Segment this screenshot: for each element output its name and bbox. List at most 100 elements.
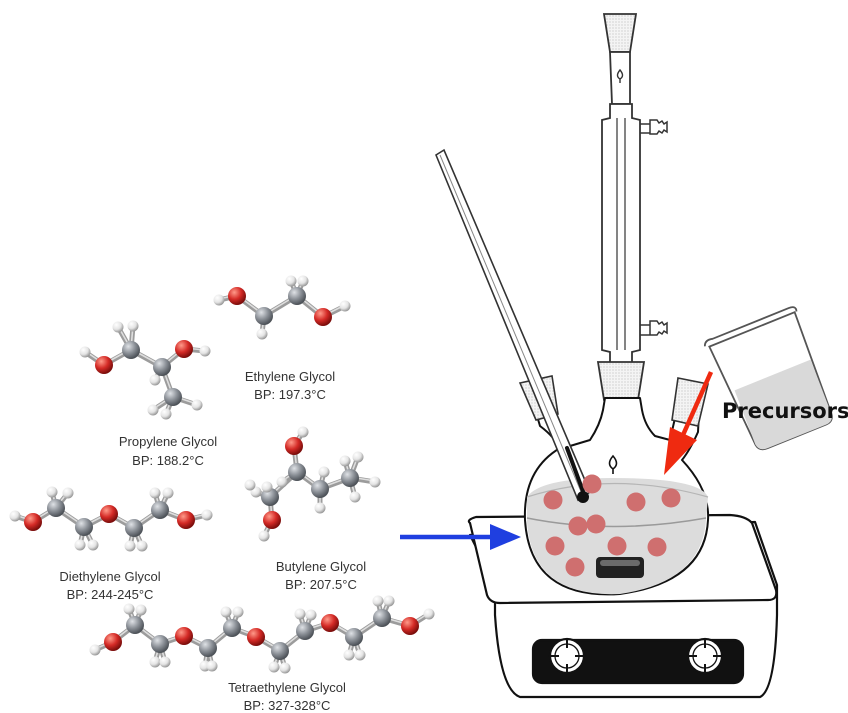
hydrogen-atom (343, 649, 355, 661)
carbon-atom (341, 469, 359, 487)
diethylene-glycol-molecule (9, 486, 213, 552)
hydrogen-atom (123, 603, 135, 615)
hydrogen-atom (159, 656, 171, 668)
water-outlet-hose-barb (640, 119, 668, 135)
hydrogen-atom (285, 275, 297, 287)
hydrogen-atom (383, 595, 395, 607)
carbon-atom (223, 619, 241, 637)
carbon-atom (311, 480, 329, 498)
condenser-top-joint (602, 13, 638, 53)
hydrogen-atom (160, 408, 172, 420)
heat-arrow (400, 524, 521, 550)
hydrogen-atom (339, 300, 351, 312)
hydrogen-atom (258, 530, 270, 542)
water-inlet-hose-barb (640, 320, 668, 336)
hydrogen-atom (276, 476, 288, 488)
carbon-atom (164, 388, 182, 406)
hydrogen-atom (352, 451, 364, 463)
tetraethylene-glycol-bp: BP: 327-328°C (244, 698, 331, 713)
oxygen-atom (24, 513, 42, 531)
hydrogen-atom (372, 595, 384, 607)
spade-mark-icon (616, 68, 624, 83)
hydrogen-atom (136, 540, 148, 552)
precursor-addition-arrow (664, 371, 714, 475)
hydrogen-atom (314, 502, 326, 514)
oxygen-atom (314, 308, 332, 326)
beaker-liquid (734, 359, 832, 450)
hydrogen-atom (191, 399, 203, 411)
nanoparticle (568, 516, 588, 536)
hydrogen-atom (256, 328, 268, 340)
hydrogen-atom (124, 540, 136, 552)
diethylene-glycol-bp: BP: 244-245°C (67, 587, 154, 602)
oxygen-atom (247, 628, 265, 646)
hydrogen-atom (294, 608, 306, 620)
hydrogen-atom (423, 608, 435, 620)
hydrogen-atom (199, 345, 211, 357)
hydrogen-atom (201, 509, 213, 521)
right-neck-joint (671, 377, 709, 427)
oxygen-atom (177, 511, 195, 529)
liquid-surface (526, 517, 707, 528)
nanoparticle (647, 537, 667, 557)
carbon-atom (261, 488, 279, 506)
condenser-jacket (601, 103, 641, 365)
tetraethylene-glycol-molecule (89, 595, 435, 674)
hydrogen-atom (297, 426, 309, 438)
propylene-glycol-name: Propylene Glycol (119, 434, 217, 449)
carbon-atom (125, 519, 143, 537)
butylene-glycol-bp: BP: 207.5°C (285, 577, 357, 592)
carbon-atom (345, 628, 363, 646)
condenser-neck (609, 51, 631, 105)
hydrogen-atom (261, 481, 273, 493)
nanoparticle (626, 492, 646, 512)
hydrogen-atom (9, 510, 21, 522)
nanoparticle (565, 557, 585, 577)
oxygen-atom (175, 340, 193, 358)
condenser-bottom-joint (596, 361, 646, 401)
hydrogen-atom (127, 320, 139, 332)
hydrogen-atom (74, 539, 86, 551)
carbon-atom (126, 616, 144, 634)
hydrogen-atom (354, 649, 366, 661)
hydrogen-atom (149, 374, 161, 386)
precursor-beaker (703, 306, 833, 451)
butylene-glycol-name: Butylene Glycol (276, 559, 366, 574)
carbon-atom (199, 639, 217, 657)
nanoparticle (607, 536, 627, 556)
oxygen-atom (175, 627, 193, 645)
hydrogen-atom (369, 476, 381, 488)
carbon-atom (296, 622, 314, 640)
hydrogen-atom (339, 455, 351, 467)
hydrogen-atom (149, 487, 161, 499)
ethylene-glycol-molecule (213, 275, 351, 340)
hydrogen-atom (46, 486, 58, 498)
ethylene-glycol-bp: BP: 197.3°C (254, 387, 326, 402)
propylene-glycol-molecule (79, 320, 211, 420)
hydrogen-atom (147, 404, 159, 416)
nanoparticle (582, 474, 602, 494)
nanoparticles (543, 474, 681, 577)
hydrogen-atom (244, 479, 256, 491)
hydrogen-atom (220, 606, 232, 618)
hydrogen-atom (318, 466, 330, 478)
propylene-glycol-bp: BP: 188.2°C (132, 453, 204, 468)
butylene-glycol-molecule (244, 426, 381, 542)
hydrogen-atom (232, 606, 244, 618)
precursors-label: Precursors (722, 399, 848, 423)
oxygen-atom (285, 437, 303, 455)
hydrogen-atom (89, 644, 101, 656)
hydrogen-atom (305, 609, 317, 621)
carbon-atom (373, 609, 391, 627)
tetraethylene-glycol-name: Tetraethylene Glycol (228, 680, 346, 695)
carbon-atom (47, 499, 65, 517)
hydrogen-atom (297, 275, 309, 287)
carbon-atom (271, 642, 289, 660)
carbon-atom (288, 287, 306, 305)
carbon-atom (255, 307, 273, 325)
nanoparticle (661, 488, 681, 508)
reflux-condenser (596, 13, 668, 421)
oxygen-atom (401, 617, 419, 635)
